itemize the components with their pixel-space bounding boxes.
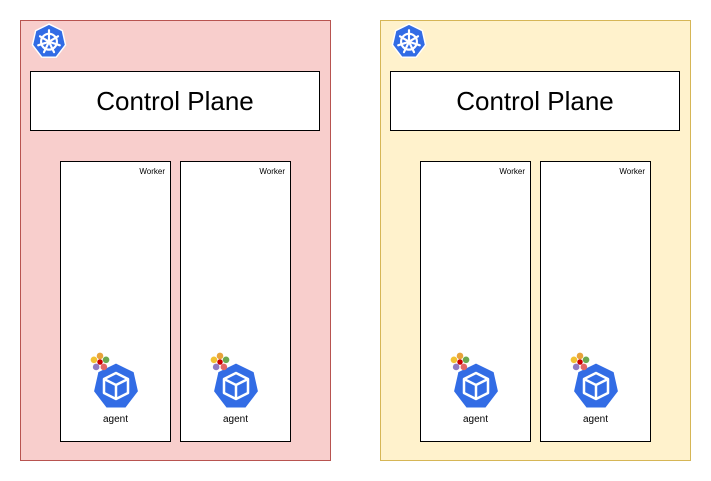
pod-cube-icon — [211, 361, 261, 411]
worker-node: Worker agent — [540, 161, 651, 442]
pod-cube-icon — [451, 361, 501, 411]
worker-label: Worker — [619, 167, 645, 176]
kubernetes-helm-icon — [391, 23, 427, 59]
worker-node: Worker agent — [420, 161, 531, 442]
control-plane-label: Control Plane — [96, 85, 254, 116]
flower-icon — [90, 352, 110, 371]
worker-node: Worker agent — [60, 161, 171, 442]
agent-label: agent — [102, 414, 129, 425]
cluster-right: Control Plane Worker agent Worker — [380, 20, 691, 461]
flower-icon — [570, 352, 590, 371]
worker-label: Worker — [139, 167, 165, 176]
agent-label: agent — [462, 414, 489, 425]
agent-label: agent — [222, 414, 249, 425]
flower-icon — [210, 352, 230, 371]
cluster-left: Control Plane Worker agent Worker — [20, 20, 331, 461]
control-plane-box: Control Plane — [390, 71, 680, 131]
agent-label: agent — [582, 414, 609, 425]
control-plane-label: Control Plane — [456, 85, 614, 116]
worker-node: Worker agent — [180, 161, 291, 442]
control-plane-box: Control Plane — [30, 71, 320, 131]
kubernetes-helm-icon — [31, 23, 67, 59]
flower-icon — [450, 352, 470, 371]
worker-label: Worker — [499, 167, 525, 176]
pod-cube-icon — [571, 361, 621, 411]
pod-cube-icon — [91, 361, 141, 411]
worker-label: Worker — [259, 167, 285, 176]
